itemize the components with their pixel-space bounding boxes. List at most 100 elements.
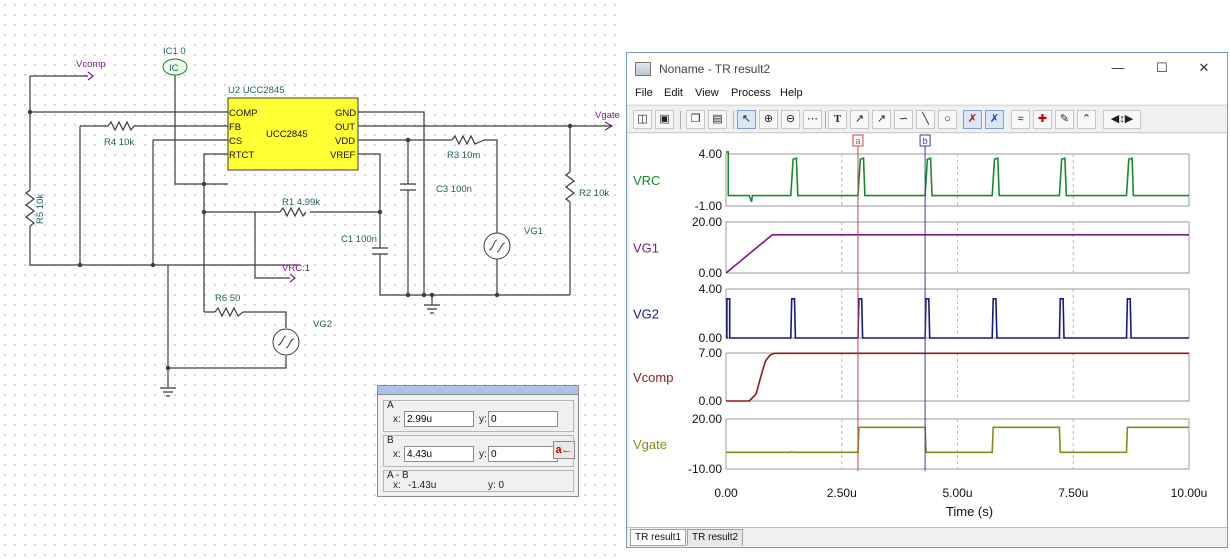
cursor-a-heading: A [387, 400, 394, 411]
r3-label: R3 10m [447, 150, 480, 161]
x-axis-title: Time (s) [946, 504, 993, 519]
series-line-vgate [726, 426, 1189, 454]
panel-titlebar[interactable] [378, 386, 578, 395]
window-titlebar[interactable]: Noname - TR result2 — ☐ ✕ [627, 53, 1227, 84]
vg1-label: VG1 [524, 226, 543, 237]
y-tick-label: 0.00 [699, 331, 723, 345]
trace-label-vgate: Vgate [633, 437, 667, 452]
series-line-vg1 [725, 234, 1189, 274]
pin-vdd-label: VDD [335, 136, 355, 147]
vg2-label: VG2 [313, 319, 332, 330]
zoom-in-icon[interactable]: ⊕ [759, 110, 778, 129]
minimize-button[interactable]: — [1111, 60, 1125, 75]
marker-blue-icon[interactable]: ✗ [985, 110, 1004, 129]
menu-file[interactable]: File [635, 87, 653, 99]
diff-y-value: y: 0 [488, 480, 505, 491]
arrows-icon[interactable]: ◀↕▶ [1103, 110, 1141, 129]
trace-label-vcomp: Vcomp [633, 370, 673, 385]
r6-label: R6 50 [215, 293, 240, 304]
pin-cs-label: CS [229, 136, 242, 147]
y-tick-label: 0.00 [699, 266, 723, 280]
menu-view[interactable]: View [695, 87, 719, 99]
zoom-out-icon[interactable]: ⊖ [781, 110, 800, 129]
trace-label-vrc: VRC [633, 173, 660, 188]
cursor-a-icon[interactable]: ↗ [850, 110, 869, 129]
c1-label: C1 100n [341, 234, 377, 245]
pen-plus-icon[interactable]: ✚ [1033, 110, 1052, 129]
ic-symbol-label: IC [169, 63, 179, 74]
schematic-diagram: Vcomp IC1 0 IC U2 UCC2845 UCC2845 COMP F… [25, 46, 620, 397]
toolbar: ◫ ▣ ❐ ▤ ↖ ⊕ ⊖ ⋯ T ↗ ↗ ∽ ╲ ○ ✗ ✗ ≈ ✚ ✎ ⌃ … [627, 105, 1227, 133]
pen-icon[interactable]: ✎ [1055, 110, 1074, 129]
save-icon[interactable]: ▣ [655, 110, 674, 129]
cursor-b-line-marker [919, 134, 931, 147]
a-x-label: x: [393, 414, 401, 425]
ucc2845-chip[interactable] [227, 97, 359, 171]
vg2-source-icon [272, 328, 300, 356]
ic-ref-label: IC1 0 [163, 46, 186, 57]
x-tick-label: 5.00u [942, 486, 972, 500]
vg1-source-icon [483, 232, 511, 260]
y-tick-label: 4.00 [699, 282, 723, 296]
open-icon[interactable]: ◫ [633, 110, 652, 129]
ramp-icon[interactable]: ∽ [894, 110, 913, 129]
y-tick-label: 20.00 [692, 412, 722, 426]
cursor-b-icon[interactable]: ↗ [872, 110, 891, 129]
a-x-field[interactable] [404, 411, 474, 427]
r5-label: R5 10k [35, 194, 46, 224]
y-tick-label: 4.00 [699, 147, 723, 161]
diff-x-value: -1.43u [408, 480, 437, 491]
schematic-canvas[interactable]: Vcomp IC1 0 IC U2 UCC2845 UCC2845 COMP F… [0, 0, 620, 560]
curves-icon[interactable]: ≈ [1011, 110, 1030, 129]
chip-name-label: UCC2845 [266, 129, 308, 140]
r2-label: R2 10k [579, 188, 609, 199]
trace-label-vg2: VG2 [633, 307, 659, 322]
tab-tr-result1[interactable]: TR result1 [630, 529, 687, 546]
menu-process[interactable]: Process [731, 87, 771, 99]
b-y-field[interactable] [488, 446, 558, 462]
pin-rtct-label: RTCT [229, 150, 254, 161]
series-line-vcomp [726, 352, 1189, 402]
app-icon [635, 62, 651, 76]
y-tick-label: 7.00 [699, 346, 723, 360]
vcomp-label: Vcomp [76, 59, 106, 70]
ic-probe-icon[interactable] [162, 58, 188, 76]
peak-icon[interactable]: ⌃ [1077, 110, 1096, 129]
close-button[interactable]: ✕ [1198, 60, 1210, 75]
b-y-label: y: [479, 449, 487, 460]
window-title: Noname - TR result2 [659, 62, 771, 76]
maximize-button[interactable]: ☐ [1156, 60, 1168, 75]
tab-tr-result2[interactable]: TR result2 [687, 529, 744, 546]
pin-gnd-label: GND [335, 108, 356, 119]
waveform-chart: 4.00-1.00VRC20.000.00VG14.000.00VG27.000… [633, 134, 1208, 519]
menu-edit[interactable]: Edit [664, 87, 683, 99]
line-icon[interactable]: ╲ [916, 110, 935, 129]
set-cursor-a-button[interactable]: a← [553, 441, 575, 459]
pointer-icon[interactable]: ↖ [737, 110, 756, 129]
menu-help[interactable]: Help [780, 87, 803, 99]
text-icon[interactable]: T [828, 110, 847, 129]
r1-label: R1 4.99k [282, 197, 320, 208]
pin-comp-label: COMP [229, 108, 258, 119]
u2-ref-label: U2 UCC2845 [228, 85, 285, 96]
copy-icon[interactable]: ❐ [686, 110, 705, 129]
marker-red-icon[interactable]: ✗ [963, 110, 982, 129]
cursor-readout-panel[interactable]: A x: y: B x: y: A - B x: -1.43u y: 0 [377, 385, 579, 497]
cursor-b-group: B x: y: [383, 435, 574, 467]
grid-icon[interactable]: ⋯ [803, 110, 822, 129]
c3-label: C3 100n [436, 184, 472, 195]
circle-icon[interactable]: ○ [938, 110, 957, 129]
cursor-a-group: A x: y: [383, 400, 574, 432]
a-y-field[interactable] [488, 411, 558, 427]
x-tick-label: 10.00u [1171, 486, 1208, 500]
b-x-field[interactable] [404, 446, 474, 462]
tr-result-window[interactable]: Noname - TR result2 — ☐ ✕ File Edit View… [626, 52, 1228, 548]
vgate-probe-label: Vgate [595, 110, 620, 121]
c3-capacitor [400, 140, 416, 295]
y-tick-label: 0.00 [699, 394, 723, 408]
r2-resistor [565, 171, 575, 203]
x-tick-label: 7.50u [1058, 486, 1088, 500]
paste-icon[interactable]: ▤ [708, 110, 727, 129]
series-line-vrc [726, 151, 1189, 203]
